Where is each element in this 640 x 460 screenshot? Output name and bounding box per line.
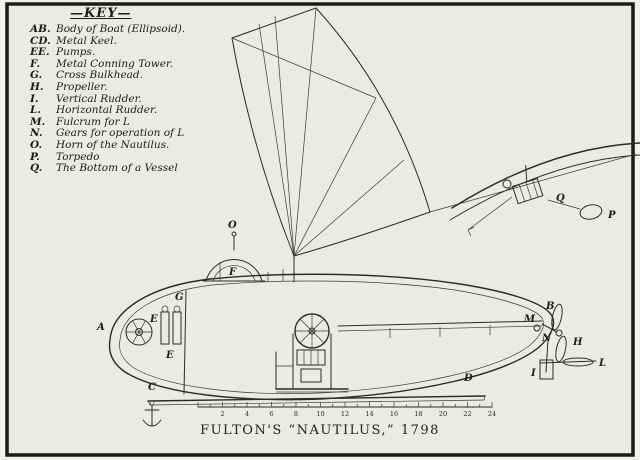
scale-tick-label: 6 bbox=[269, 410, 273, 418]
key-panel: —KEY— AB. Body of Boat (Ellipsoid). CD. Me… bbox=[30, 6, 235, 175]
cross-bulkhead bbox=[183, 290, 187, 395]
scale-tick-label: 14 bbox=[365, 410, 373, 418]
label-Q: Q bbox=[556, 193, 565, 204]
horn-of-nautilus bbox=[231, 231, 237, 251]
label-N: N bbox=[541, 333, 552, 344]
scale-tick-label: 8 bbox=[294, 410, 298, 418]
device-handle bbox=[502, 179, 512, 189]
anchor bbox=[142, 400, 162, 427]
label-C: C bbox=[148, 382, 156, 393]
scale-tick-label: 20 bbox=[439, 410, 447, 418]
key-item-label: G. bbox=[30, 69, 43, 82]
key-item-label: CD. bbox=[30, 34, 51, 47]
key-item-text: Torpedo bbox=[56, 150, 100, 163]
scale-tick-label: 18 bbox=[414, 410, 422, 418]
attachment-device bbox=[511, 164, 544, 205]
key-item-text: Pumps. bbox=[56, 46, 96, 59]
keel bbox=[147, 395, 486, 406]
key-item-text: Gears for operation of L bbox=[56, 127, 185, 140]
label-P: P bbox=[607, 210, 616, 221]
tow-line bbox=[429, 153, 637, 213]
label-G: G bbox=[175, 292, 184, 303]
label-E1: E bbox=[149, 314, 158, 325]
bow-wheel bbox=[125, 318, 153, 346]
key-item-text: Metal Keel. bbox=[56, 34, 117, 47]
key-item-label: EE. bbox=[30, 46, 50, 59]
torpedo bbox=[547, 199, 603, 220]
plate-caption: FULTON'S “NAUTILUS,” 1798 bbox=[200, 423, 440, 438]
label-L: L bbox=[598, 358, 606, 369]
label-I: I bbox=[530, 368, 536, 379]
label-B: B bbox=[545, 301, 554, 312]
key-item: F. Metal Conning Tower. bbox=[30, 57, 235, 71]
tow-arrow bbox=[467, 196, 513, 237]
key-item-text: Horn of the Nautilus. bbox=[56, 138, 170, 151]
key-item: L. Horizontal Rudder. bbox=[30, 105, 235, 117]
drive-shaft bbox=[337, 320, 558, 338]
key-item: CD. Metal Keel. bbox=[30, 34, 235, 48]
label-F: F bbox=[228, 267, 237, 278]
key-item-label: O. bbox=[30, 138, 43, 151]
key-item-text: Propeller. bbox=[56, 80, 108, 93]
key-title: —KEY— bbox=[70, 6, 132, 21]
key-item-label: Q. bbox=[30, 162, 43, 175]
label-E2: E bbox=[165, 350, 174, 361]
pumps bbox=[160, 305, 182, 345]
scale-tick-label: 10 bbox=[316, 410, 324, 418]
key-item: I. Vertical Rudder. bbox=[30, 92, 235, 106]
label-H: H bbox=[572, 337, 583, 348]
key-item-label: AB. bbox=[30, 23, 51, 35]
plate-frame bbox=[5, 2, 635, 457]
key-item-text: The Bottom of a Vessel bbox=[56, 162, 178, 175]
scale-tick-label: 4 bbox=[245, 410, 249, 418]
key-item-text: Vertical Rudder. bbox=[56, 92, 142, 105]
key-item: AB. Body of Boat (Ellipsoid). bbox=[30, 23, 235, 36]
label-D: D bbox=[463, 373, 473, 384]
scale-tick-label: 2 bbox=[220, 410, 224, 418]
key-item-label: M. bbox=[30, 115, 46, 128]
key-item: M. Fulcrum for L bbox=[30, 115, 235, 129]
key-item-label: F. bbox=[30, 57, 41, 70]
key-item-text: Body of Boat (Ellipsoid). bbox=[56, 23, 186, 35]
label-M: M bbox=[523, 314, 536, 325]
key-item-label: H. bbox=[30, 80, 44, 93]
propeller bbox=[551, 303, 567, 363]
fan-sail bbox=[231, 7, 431, 257]
hull bbox=[108, 269, 555, 401]
key-item-text: Horizontal Rudder. bbox=[56, 104, 158, 117]
key-item: H. Propeller. bbox=[30, 80, 235, 94]
label-O: O bbox=[228, 220, 237, 231]
label-A: A bbox=[96, 322, 105, 333]
horizontal-rudder bbox=[539, 357, 597, 367]
conning-tower bbox=[202, 259, 266, 282]
key-item-label: I. bbox=[30, 92, 39, 105]
vertical-rudder bbox=[539, 339, 554, 380]
key-item: G. Cross Bulkhead. bbox=[30, 70, 235, 82]
scale-bar: 2 4 6 8 10 12 14 16 18 20 22 24 bbox=[197, 402, 496, 418]
scale-tick-label: 22 bbox=[463, 410, 471, 418]
key-item-text: Fulcrum for L bbox=[56, 115, 130, 128]
scale-tick-label: 16 bbox=[390, 410, 398, 418]
scale-tick-label: 24 bbox=[488, 410, 496, 418]
key-item-label: N. bbox=[30, 127, 43, 140]
flywheel bbox=[294, 313, 330, 349]
key-item-text: Metal Conning Tower. bbox=[56, 57, 174, 70]
key-item-label: L. bbox=[30, 104, 42, 117]
key-item-label: P. bbox=[30, 150, 40, 163]
key-item: Q. The Bottom of a Vessel bbox=[30, 163, 235, 175]
scale-tick-label: 12 bbox=[341, 410, 349, 418]
engine-frame bbox=[275, 333, 349, 393]
key-item: N. Gears for operation of L bbox=[30, 128, 235, 140]
rudder-fulcrum bbox=[533, 324, 541, 332]
key-item: P. Torpedo bbox=[30, 150, 235, 164]
inset-vessel-bottom bbox=[449, 142, 640, 237]
key-item-text: Cross Bulkhead. bbox=[56, 69, 143, 82]
key-item: EE. Pumps. bbox=[30, 47, 235, 59]
key-item: O. Horn of the Nautilus. bbox=[30, 138, 235, 152]
